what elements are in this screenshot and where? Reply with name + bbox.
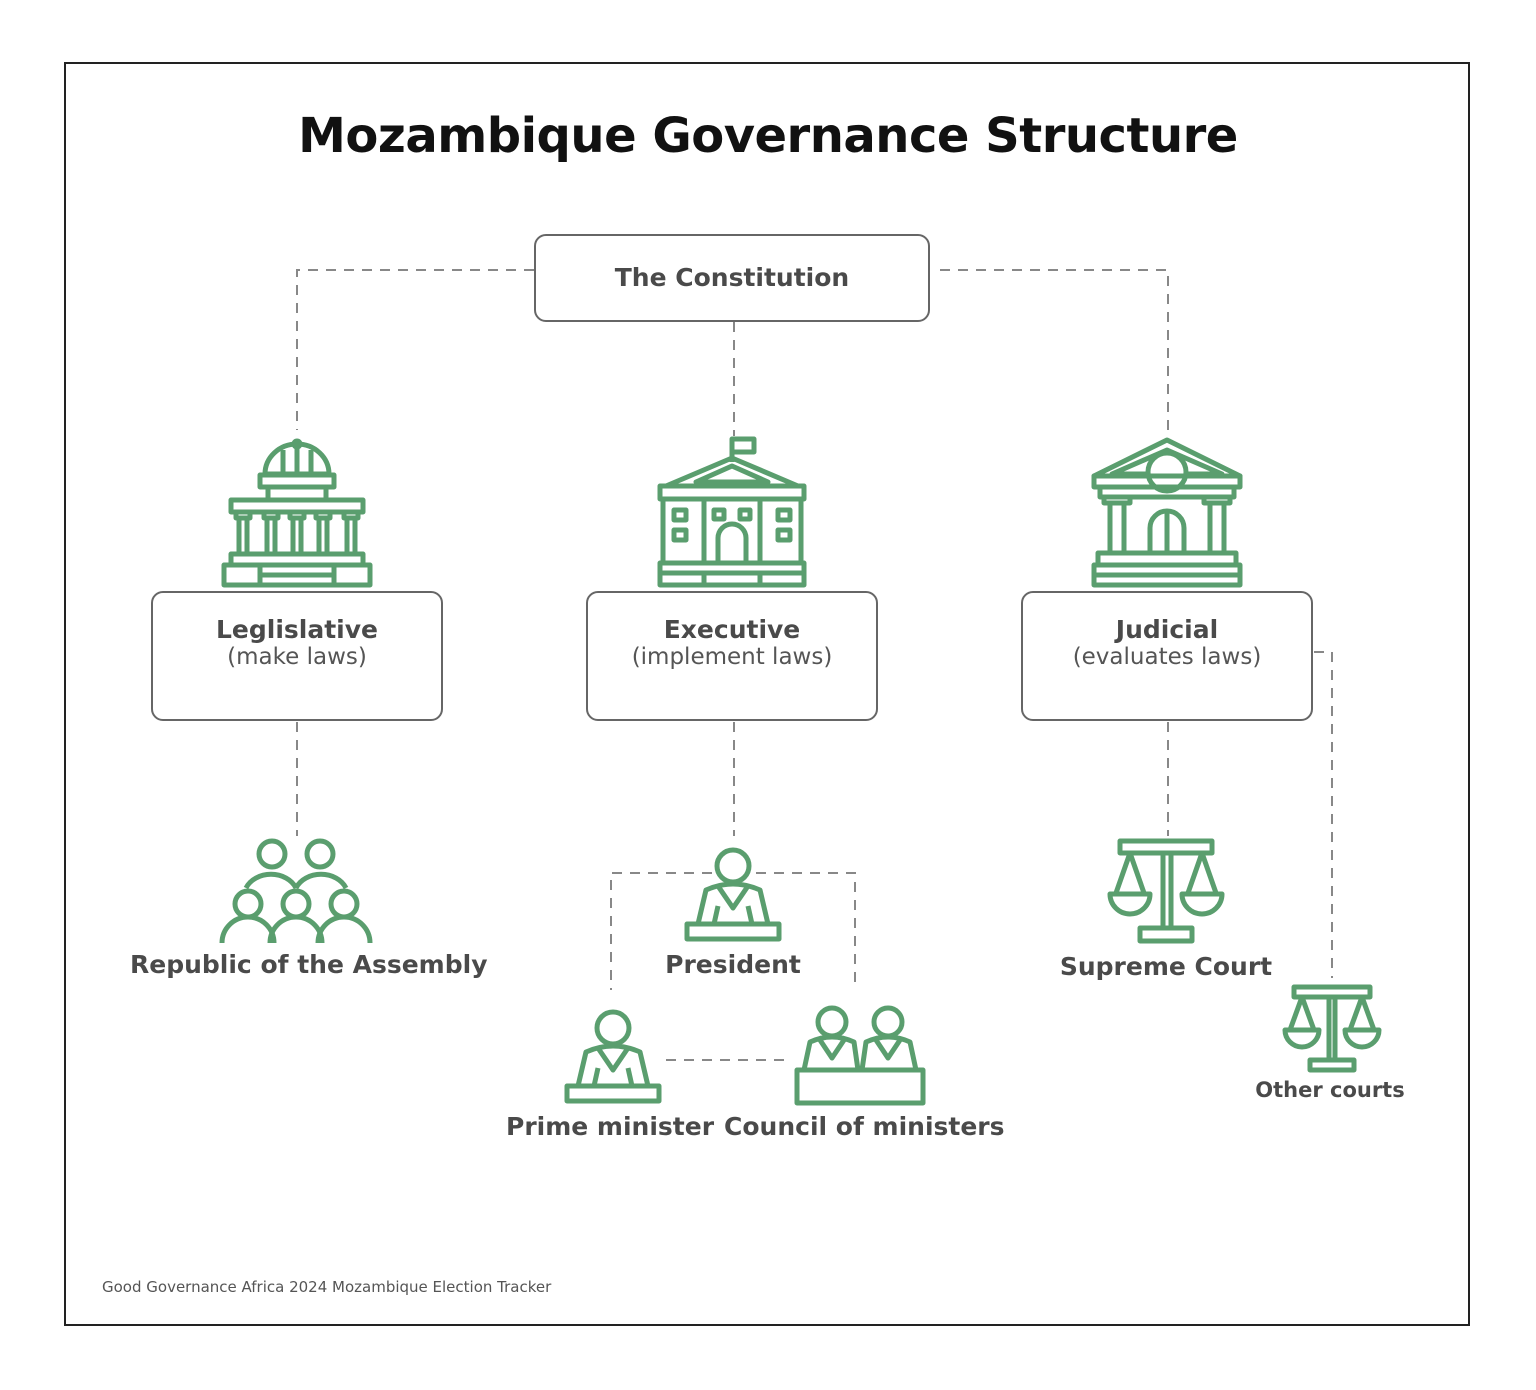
page-title: Mozambique Governance Structure <box>298 108 1238 164</box>
connector-president-council <box>756 872 856 990</box>
constitution-box: The Constitution <box>534 234 930 322</box>
government-building-icon <box>657 436 807 588</box>
president-icon <box>684 847 782 942</box>
scales-of-justice-icon <box>1107 838 1225 944</box>
supreme-court-label: Supreme Court <box>1059 952 1273 981</box>
connector-constitution-legislative <box>296 269 534 430</box>
other-courts-scales-icon <box>1282 984 1382 1073</box>
legislative-role: (make laws) <box>227 644 367 670</box>
assembly-label: Republic of the Assembly <box>130 950 488 979</box>
other-courts-label: Other courts <box>1255 1078 1405 1102</box>
parliament-dome-icon <box>221 438 373 588</box>
judicial-box: Judicial (evaluates laws) <box>1021 591 1313 721</box>
judicial-title: Judicial <box>1115 615 1219 644</box>
judicial-role: (evaluates laws) <box>1072 644 1262 670</box>
president-label: President <box>665 950 801 979</box>
legislative-box: Leglislative (make laws) <box>151 591 443 721</box>
assembly-people-icon <box>219 838 373 944</box>
connector-constitution-judicial <box>940 269 1169 430</box>
prime-minister-label: Prime minister <box>506 1112 715 1141</box>
prime-minister-icon <box>564 1009 662 1104</box>
legislative-title: Leglislative <box>215 615 378 644</box>
executive-title: Executive <box>663 615 801 644</box>
diagram-frame <box>64 62 1470 1326</box>
council-label: Council of ministers <box>724 1112 1005 1141</box>
executive-box: Executive (implement laws) <box>586 591 878 721</box>
connector-judicial-other <box>1314 651 1333 978</box>
source-credit: Good Governance Africa 2024 Mozambique E… <box>102 1278 552 1296</box>
courthouse-icon <box>1091 437 1243 588</box>
executive-role: (implement laws) <box>631 644 833 670</box>
constitution-label: The Constitution <box>614 263 850 292</box>
council-icon <box>794 1005 926 1106</box>
